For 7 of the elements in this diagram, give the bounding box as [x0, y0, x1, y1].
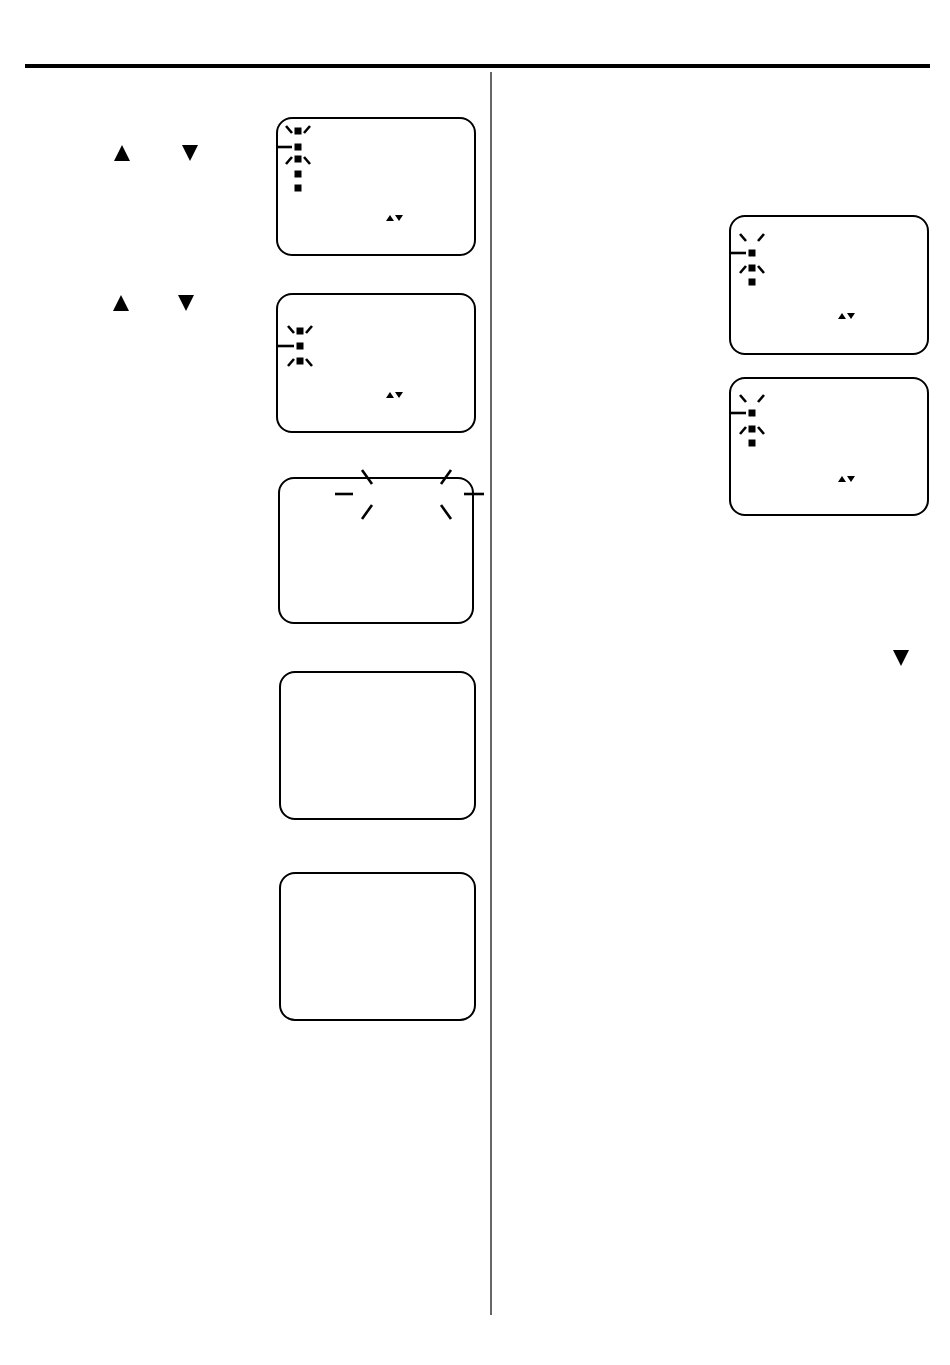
screen-display [279, 872, 476, 1021]
screen-display [729, 215, 929, 355]
screen-display [276, 293, 476, 433]
screen-display [279, 671, 476, 820]
screen-display [276, 117, 476, 256]
screen-display [278, 477, 474, 624]
screen-display [729, 377, 929, 516]
